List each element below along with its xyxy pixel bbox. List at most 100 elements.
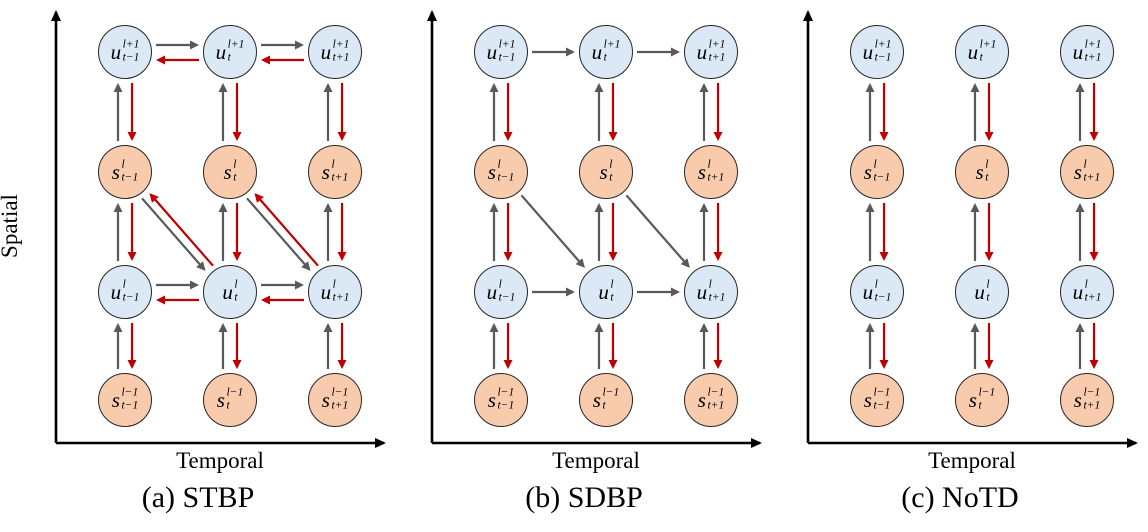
node-subscript: t−1	[498, 291, 516, 304]
node-base: u	[215, 39, 227, 64]
node-superscript: l	[332, 278, 336, 291]
node-subscript: t−1	[873, 171, 891, 184]
node-superscript: l+1	[603, 38, 621, 51]
panel-caption-notd: (c) NoTD	[901, 481, 1019, 515]
node-base: s	[592, 387, 601, 412]
node-base: s	[968, 387, 977, 412]
node-superscript: l	[874, 278, 878, 291]
diagram-svg-a	[51, 10, 386, 448]
node-subscript: t−1	[497, 171, 515, 184]
node-superscript: l	[707, 158, 711, 171]
node-subscript: t−1	[874, 51, 892, 64]
node-subscript: t+1	[332, 291, 350, 304]
node-superscript: l	[610, 278, 614, 291]
arrow-forward-diagonal	[141, 197, 206, 271]
node-superscript: l	[121, 158, 125, 171]
node-subscript: t	[603, 51, 607, 64]
node-base: u	[110, 39, 122, 64]
node-superscript: l	[122, 278, 126, 291]
node-base: s	[975, 159, 984, 184]
node-subscript: t−1	[498, 51, 516, 64]
node-base: s	[1073, 387, 1082, 412]
node-superscript: l−1	[707, 386, 725, 399]
node-superscript: l	[497, 158, 501, 171]
node-superscript: l	[1083, 158, 1087, 171]
node-base: u	[696, 279, 708, 304]
arrow-backward-diagonal	[254, 193, 319, 267]
diagram-svg-c	[803, 10, 1138, 448]
node-subscript: t+1	[707, 171, 725, 184]
node-superscript: l	[331, 158, 335, 171]
node-base: u	[486, 39, 498, 64]
node-base: s	[216, 387, 225, 412]
node-subscript: t	[978, 399, 982, 412]
node-superscript: l−1	[1083, 386, 1101, 399]
node-superscript: l+1	[227, 38, 245, 51]
arrow-forward-diagonal	[246, 197, 311, 271]
node-base: u	[967, 39, 979, 64]
node-superscript: l+1	[874, 38, 892, 51]
diagram-svg-b	[427, 10, 762, 448]
node-superscript: l	[609, 158, 613, 171]
node-subscript: t+1	[331, 399, 349, 412]
node-base: s	[321, 387, 330, 412]
node-superscript: l−1	[226, 386, 244, 399]
node-base: u	[320, 279, 332, 304]
node-base: u	[696, 39, 708, 64]
temporal-axis-label: Temporal	[552, 448, 640, 473]
node-subscript: t−1	[874, 291, 892, 304]
node-subscript: t+1	[1084, 51, 1102, 64]
node-base: s	[599, 159, 608, 184]
node-base: s	[487, 159, 496, 184]
node-base: s	[223, 159, 232, 184]
node-base: s	[697, 159, 706, 184]
